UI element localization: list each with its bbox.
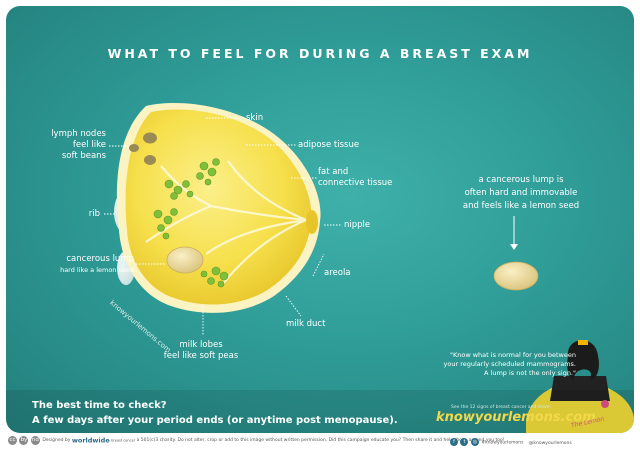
milk-lobe-peas (153, 158, 229, 288)
no-derivatives-icon: nd (30, 436, 40, 445)
social-handle[interactable]: @knowyourlemons (528, 440, 572, 446)
worldwide-logo: worldwide (71, 436, 110, 445)
mammogram-note: "Know what is normal for you between you… (443, 351, 576, 377)
poster: WHAT TO FEEL FOR DURING A BREAST EXAM (6, 6, 634, 433)
label-areola: areola (324, 268, 351, 278)
pointer-lines (104, 117, 341, 336)
best-time-answer: A few days after your period ends (or an… (32, 415, 398, 426)
footer-credits: cc by nd Designed by worldwide breast ca… (8, 436, 505, 445)
lemon-illustration (104, 103, 634, 433)
page-title: WHAT TO FEEL FOR DURING A BREAST EXAM (107, 46, 533, 61)
label-adipose: adipose tissue (298, 140, 360, 150)
twitter-icon[interactable]: t (460, 438, 469, 446)
bottom-bar (6, 390, 634, 433)
label-lymph-nodes: lymph nodes feel like soft beans (51, 129, 106, 161)
lemon-seed-standalone (493, 261, 539, 291)
signs-link-text: See the 12 signs of breast cancer and mo… (451, 405, 551, 410)
label-cancerous-lump: cancerous lump hard like a lemon seed (60, 254, 134, 274)
hashtag-handle[interactable]: #knowyourlemons (481, 440, 524, 446)
cancer-lump-note: a cancerous lump is often hard and immov… (462, 175, 580, 211)
label-rib: rib (88, 209, 100, 219)
label-nipple: nipple (344, 220, 371, 230)
footer-disclaimer: a 501(c)3 charity. Do not alter, crop or… (136, 438, 505, 443)
cancerous-seed (166, 246, 204, 274)
label-milk-lobes: milk lobes feel like soft peas (163, 340, 239, 361)
best-time-heading: The best time to check? (32, 400, 167, 411)
down-arrow-icon (510, 216, 518, 250)
footer-social: f t ◎ #knowyourlemons @knowyourlemons (450, 438, 572, 446)
site-url-link[interactable]: knowyourlemons.com (436, 410, 596, 425)
attribution-icon: by (19, 436, 29, 445)
label-milk-duct: milk duct (286, 319, 326, 329)
label-skin: skin (246, 113, 264, 123)
instagram-icon[interactable]: ◎ (470, 438, 479, 446)
label-connective: fat and connective tissue (318, 167, 393, 188)
connective-tissue (145, 160, 307, 287)
nipple-shape (306, 210, 318, 234)
lymph-node-beans (129, 132, 157, 165)
lemon-mascot-illustration (526, 340, 634, 433)
creative-commons-icon: cc (8, 436, 17, 445)
facebook-icon[interactable]: f (450, 438, 458, 446)
footer: cc by nd Designed by worldwide breast ca… (0, 433, 640, 451)
